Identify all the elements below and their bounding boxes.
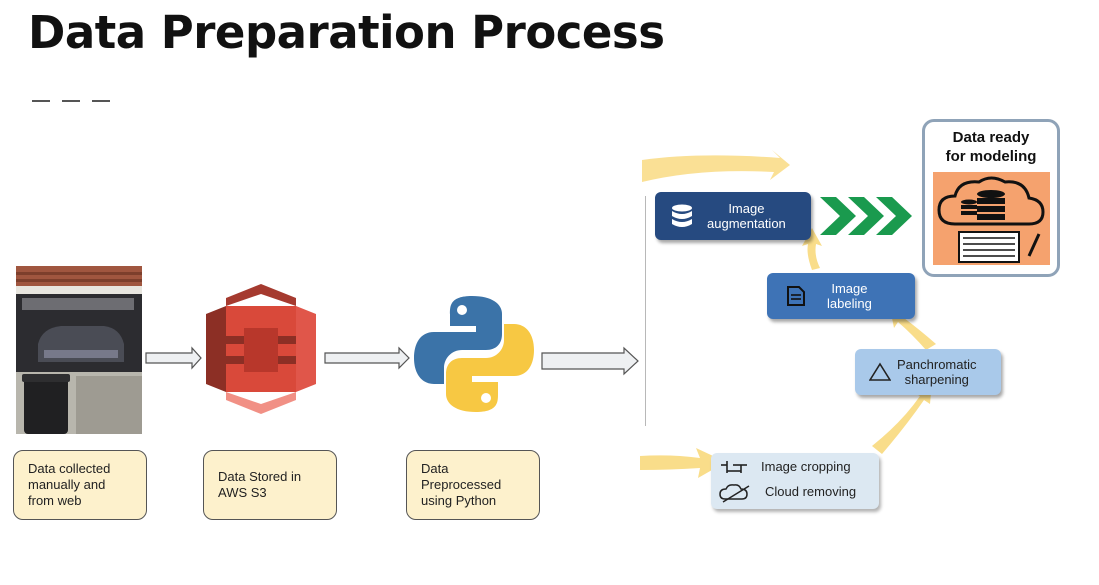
- panchromatic-label-2: sharpening: [904, 372, 969, 387]
- caption-line: AWS S3: [218, 485, 267, 500]
- cloud-label: Cloud removing: [765, 484, 857, 499]
- caption-line: Data collected: [28, 461, 111, 476]
- data-ready-line-1: Data ready: [952, 129, 1030, 146]
- step-collected-caption: Data collected manually and from web: [13, 450, 147, 520]
- caption-line: Preprocessed: [421, 477, 502, 492]
- garage-photo: [16, 266, 142, 434]
- cropping-label: Image cropping: [761, 459, 851, 474]
- python-logo-icon: [414, 296, 534, 412]
- panchromatic-label-1: Panchromatic: [897, 357, 977, 372]
- database-icon: [672, 204, 692, 227]
- panchromatic-sharpening-box: Panchromatic sharpening: [855, 349, 1001, 395]
- labeling-label-2: labeling: [827, 296, 872, 311]
- step-preprocessed-caption: Data Preprocessed using Python: [406, 450, 540, 520]
- document-icon: [787, 286, 805, 306]
- triangle-icon: [869, 362, 891, 381]
- caption-line: using Python: [421, 493, 497, 508]
- caption-line: Data Stored in: [218, 469, 302, 484]
- step-arrows: [145, 346, 639, 376]
- cropping-cloud-box: Image cropping Cloud removing: [711, 453, 879, 509]
- step-stored-caption: Data Stored in AWS S3: [203, 450, 337, 520]
- augmentation-label-2: augmentation: [707, 216, 786, 231]
- green-chevron-arrows: [820, 197, 912, 235]
- page-title: Data Preparation Process: [28, 6, 665, 59]
- crop-icon: [721, 461, 747, 473]
- labeling-label-1: Image: [831, 281, 868, 296]
- caption-line: manually and: [28, 477, 106, 492]
- title-underline: [32, 100, 110, 103]
- image-labeling-box: Image labeling: [767, 273, 915, 319]
- data-ready-line-2: for modeling: [945, 148, 1037, 165]
- aws-s3-icon: [206, 284, 316, 414]
- image-augmentation-box: Image augmentation: [655, 192, 811, 240]
- augmentation-label-1: Image: [728, 201, 765, 216]
- caption-line: from web: [28, 493, 82, 508]
- section-divider: [645, 196, 646, 426]
- data-ready-title: Data ready for modeling: [922, 128, 1060, 166]
- cloud-icon: [719, 484, 750, 503]
- cloud-database-icon: [933, 172, 1050, 265]
- caption-line: Data: [421, 461, 449, 476]
